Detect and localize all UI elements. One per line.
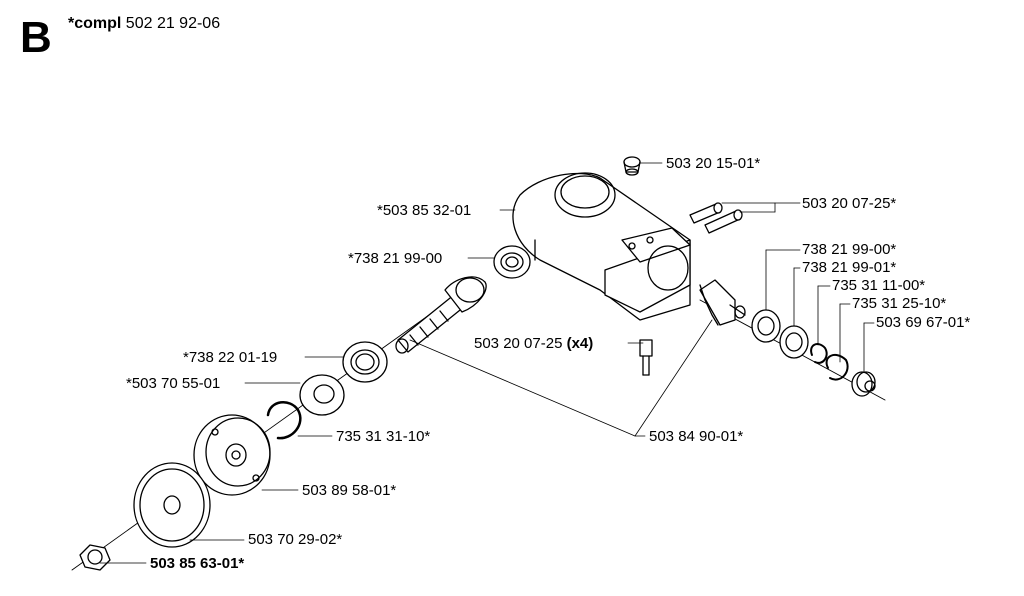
bearing-738-21-99-00 <box>751 309 781 343</box>
part-label-503-20-15-01: 503 20 15-01* <box>666 155 761 172</box>
screw-top <box>623 156 641 176</box>
part-label-735-31-25-10: 735 31 25-10* <box>852 295 947 312</box>
input-shaft <box>395 276 487 354</box>
part-label-738-21-99-01: 738 21 99-01* <box>802 259 897 276</box>
compl-number: 502 21 92-06 <box>125 15 221 32</box>
nut <box>79 544 111 571</box>
part-label-503-70-55-01: *503 70 55-01 <box>126 375 221 392</box>
quantity-suffix: (x4) <box>566 335 594 352</box>
part-label-503-84-90-01: 503 84 90-01* <box>649 428 744 445</box>
leader-lines <box>99 162 875 564</box>
bearing-upper-left <box>493 245 531 279</box>
part-label-503-70-29-02: 503 70 29-02* <box>248 531 343 548</box>
support-cup <box>193 414 271 496</box>
screw-bottom <box>639 339 653 376</box>
bearing-738-22 <box>342 341 388 383</box>
gear-housing <box>512 172 691 321</box>
bevel-gear <box>699 279 746 326</box>
sleeve-503-69-67 <box>851 371 876 397</box>
part-label-503-89-58-01: 503 89 58-01* <box>302 482 397 499</box>
washer-503-70-55 <box>299 374 345 416</box>
part-label-735-31-31-10: 735 31 31-10* <box>336 428 431 445</box>
circlip-735-31-31 <box>266 401 302 440</box>
part-label-738-22-01-19: *738 22 01-19 <box>183 349 278 366</box>
flange-disc <box>133 462 211 548</box>
compl-prefix: *compl <box>68 15 122 32</box>
part-label-503-69-67-01: 503 69 67-01* <box>876 314 971 331</box>
part-label-503-85-32-01: *503 85 32-01 <box>377 202 472 219</box>
compl-assembly-number: *compl 502 21 92-06 <box>68 14 220 34</box>
part-number: 503 20 07-25 <box>474 335 563 352</box>
bearing-738-21-99-01 <box>779 325 809 359</box>
part-label-503-20-07-25: 503 20 07-25* <box>802 195 897 212</box>
screws-pair <box>689 202 743 234</box>
part-label-503-85-63-01: 503 85 63-01* <box>150 555 245 572</box>
part-label-738-21-99-00: 738 21 99-00* <box>802 241 897 258</box>
section-letter: B <box>20 13 52 62</box>
circlip-735-31-11 <box>810 343 828 364</box>
part-label-738-21-99-00-left: *738 21 99-00 <box>348 250 443 267</box>
circlip-735-31-25 <box>825 353 849 381</box>
part-label-735-31-11-00: 735 31 11-00* <box>832 277 926 294</box>
part-label-503-20-07-25-x4: 503 20 07-25 (x4) <box>474 335 593 353</box>
